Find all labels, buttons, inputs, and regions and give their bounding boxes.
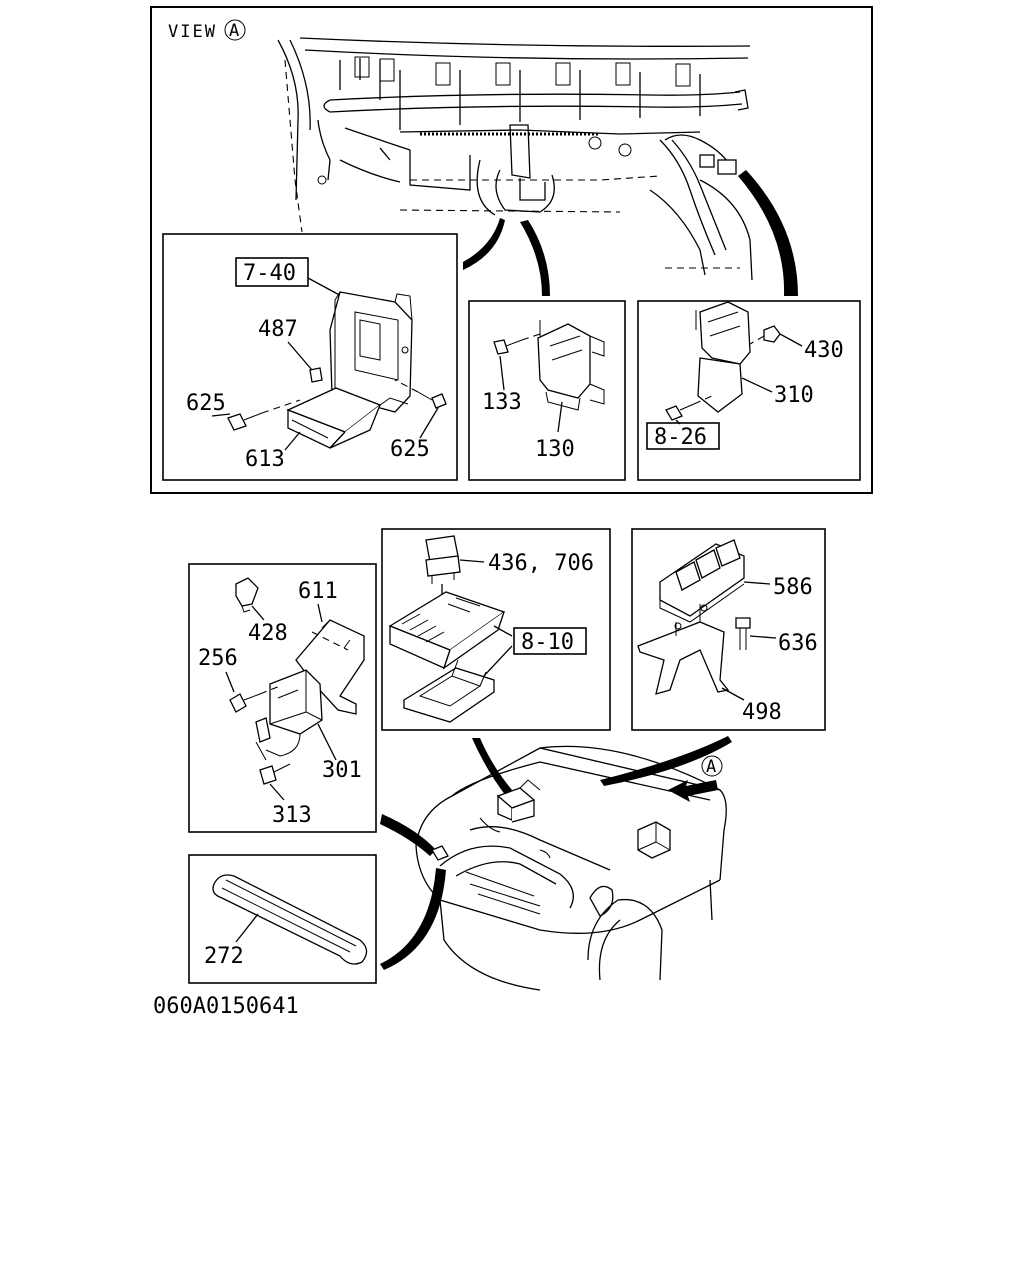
screw-part-8-26 bbox=[665, 395, 713, 421]
leader-arc-relay-bracket bbox=[600, 736, 732, 786]
label-498: 498 bbox=[742, 700, 782, 725]
weatherstrip-part-272 bbox=[212, 874, 368, 965]
relay-block-586 bbox=[659, 539, 745, 623]
view-title: VIEW bbox=[168, 22, 217, 42]
label-625-left: 625 bbox=[186, 391, 226, 416]
relay-130-box bbox=[468, 300, 626, 481]
ref-box-8-26 bbox=[646, 422, 720, 450]
horn-relay-301 bbox=[255, 669, 323, 761]
ref-box-8-10 bbox=[513, 627, 587, 655]
label-310: 310 bbox=[774, 383, 814, 408]
bracket-assembly-box bbox=[162, 233, 458, 481]
bracket-part bbox=[307, 277, 413, 413]
relay-bracket-section bbox=[631, 528, 826, 731]
ref-7-40-label: 7-40 bbox=[243, 261, 296, 286]
relay-part-613 bbox=[286, 387, 409, 449]
leader-arc-middle bbox=[520, 220, 550, 296]
relay-part-436 bbox=[425, 535, 461, 584]
bracket-part-498 bbox=[637, 604, 730, 695]
fuse-box-base-part bbox=[403, 659, 495, 723]
ref-box-7-40 bbox=[235, 257, 309, 287]
ref-8-10-label: 8-10 bbox=[521, 630, 574, 655]
relay-part-130 bbox=[537, 320, 605, 411]
view-a-frame: VIEW A bbox=[150, 6, 873, 494]
screw-part-625-left bbox=[227, 399, 301, 431]
label-586: 586 bbox=[773, 575, 813, 600]
label-428: 428 bbox=[248, 621, 288, 646]
screw-part-625-right bbox=[394, 379, 447, 409]
leader-arc-fuse-box bbox=[472, 738, 512, 796]
label-133: 133 bbox=[482, 390, 522, 415]
screw-part-256 bbox=[229, 685, 281, 713]
nut-part-430 bbox=[749, 325, 781, 345]
label-130: 130 bbox=[535, 437, 575, 462]
vehicle-front-illustration bbox=[415, 745, 727, 991]
horn-relay-section bbox=[188, 563, 377, 833]
diagram-id: 060A0150641 bbox=[153, 994, 299, 1019]
screw-part-313 bbox=[259, 763, 291, 785]
clip-part-487 bbox=[309, 367, 323, 383]
clip-part-428 bbox=[235, 577, 259, 613]
label-611: 611 bbox=[298, 579, 338, 604]
label-430: 430 bbox=[804, 338, 844, 363]
weatherstrip-section bbox=[188, 854, 377, 984]
label-272: 272 bbox=[204, 944, 244, 969]
label-625-right: 625 bbox=[390, 437, 430, 462]
bracket-part-611 bbox=[295, 619, 365, 715]
screw-part-133 bbox=[493, 333, 541, 355]
relay-part-310 bbox=[695, 301, 751, 413]
leader-arc-left bbox=[463, 218, 505, 270]
leader-arc-right bbox=[738, 170, 798, 296]
label-313: 313 bbox=[272, 803, 312, 828]
label-636: 636 bbox=[778, 631, 818, 656]
leader-arc-horn-relay bbox=[380, 814, 436, 856]
view-marker-circle bbox=[224, 19, 246, 41]
arrow-marker: A bbox=[706, 757, 716, 777]
ref-8-26-label: 8-26 bbox=[654, 425, 707, 450]
label-301: 301 bbox=[322, 758, 362, 783]
fuse-box-part bbox=[388, 591, 506, 670]
engine-bay-illustration bbox=[277, 37, 753, 281]
label-613: 613 bbox=[245, 447, 285, 472]
label-256: 256 bbox=[198, 646, 238, 671]
view-a-border bbox=[150, 6, 873, 494]
bolt-part-636 bbox=[735, 617, 751, 650]
label-487: 487 bbox=[258, 317, 298, 342]
view-marker: A bbox=[229, 21, 239, 41]
label-436-706: 436, 706 bbox=[488, 551, 594, 576]
relay-310-box bbox=[637, 300, 861, 481]
leader-arc-weatherstrip bbox=[380, 868, 446, 970]
fuse-box-section bbox=[381, 528, 611, 731]
view-direction-arrow: A bbox=[668, 755, 723, 802]
